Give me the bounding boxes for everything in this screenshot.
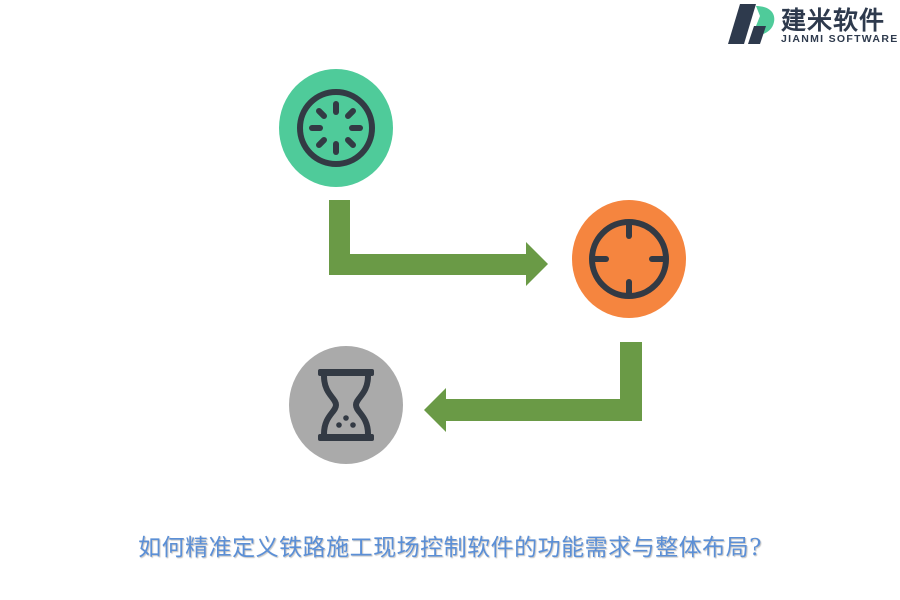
- loading-spinner-icon: [297, 89, 375, 167]
- connector-arrow-2: [424, 342, 642, 432]
- brand-name-en: JIANMI SOFTWARE: [781, 33, 899, 45]
- crosshair-target-icon: [589, 219, 669, 299]
- brand-logo-mark-icon: [728, 4, 775, 44]
- hourglass-icon: [318, 369, 374, 441]
- brand-logo: 建米软件 JIANMI SOFTWARE: [724, 2, 900, 48]
- page-caption: 如何精准定义铁路施工现场控制软件的功能需求与整体布局?: [138, 535, 762, 561]
- step-2-node: [572, 200, 686, 318]
- connector-arrow-1: [329, 200, 548, 286]
- step-3-node: [289, 346, 403, 464]
- step-1-node: [279, 69, 393, 187]
- brand-name-cn: 建米软件: [781, 6, 886, 35]
